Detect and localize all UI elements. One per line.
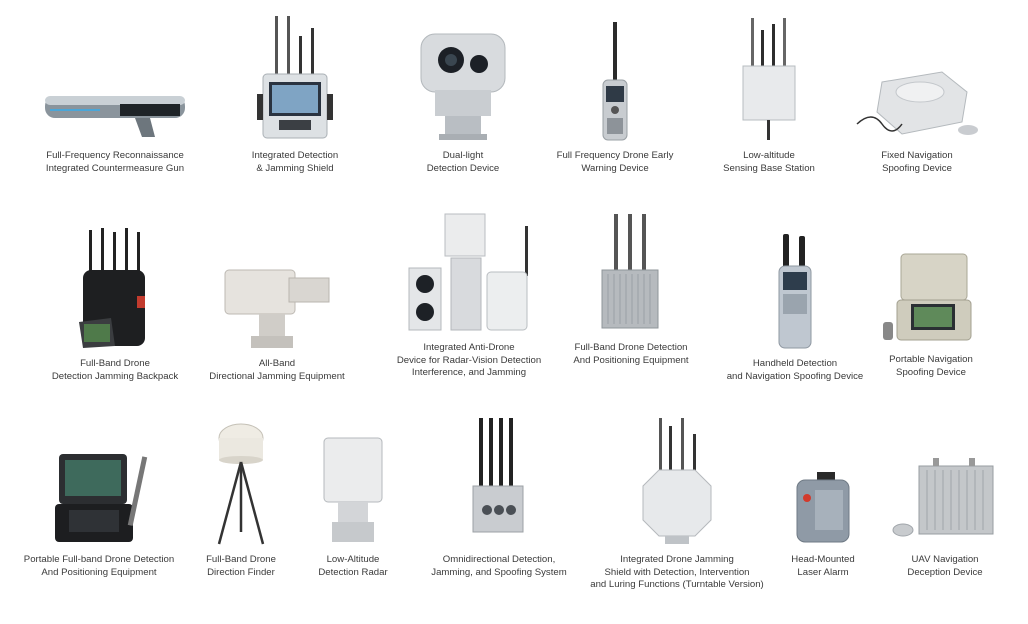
product-caption: Integrated Detection& Jamming Shield [251, 150, 339, 174]
radar-panel-icon [323, 437, 383, 542]
radar-vision-device-icon [408, 213, 528, 331]
turntable-shield-icon [642, 418, 712, 544]
portable-detection-case-icon [55, 454, 148, 542]
portable-case-icon [883, 253, 972, 341]
product-card-jamming-shield[interactable]: Integrated Detection& Jamming Shield [210, 12, 380, 175]
omni-system-icon [472, 418, 524, 533]
laser-alarm-icon [796, 472, 850, 543]
jamming-backpack-icon [79, 228, 145, 348]
product-card-omni-system[interactable]: Omnidirectional Detection,Jamming, and S… [414, 416, 584, 579]
direction-finder-tripod-icon [217, 423, 265, 545]
handheld-spoofer-icon [778, 234, 812, 349]
product-caption: Omnidirectional Detection,Jamming, and S… [431, 554, 567, 578]
spoofing-box-icon [856, 71, 978, 135]
countermeasure-gun-icon [45, 96, 185, 137]
detection-box-icon [601, 214, 659, 329]
deception-box-icon [892, 458, 994, 537]
dual-light-camera-icon [420, 33, 506, 140]
jamming-shield-icon [257, 16, 333, 139]
directional-jammer-icon [224, 269, 330, 348]
handheld-radio-icon [602, 22, 628, 141]
base-station-icon [742, 18, 796, 140]
